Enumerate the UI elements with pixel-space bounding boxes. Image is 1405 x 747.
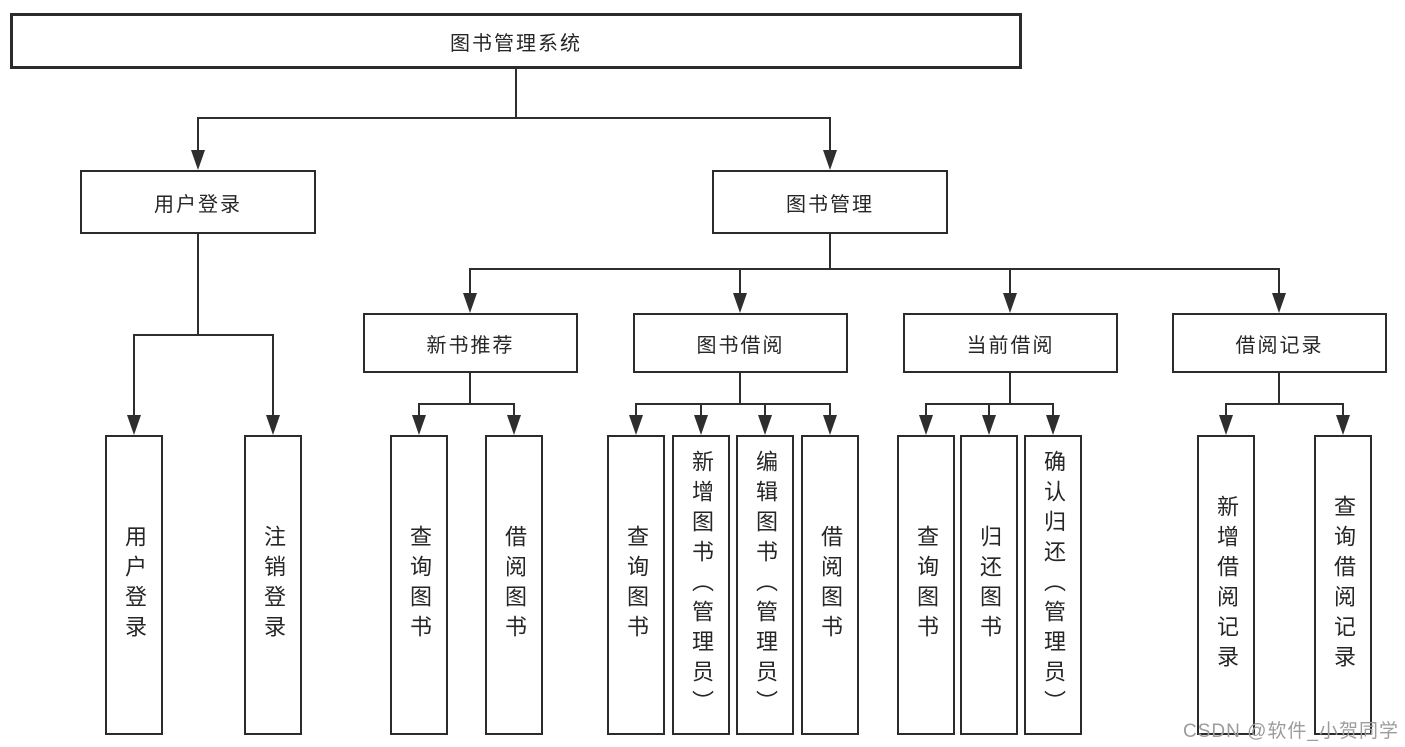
arrowhead <box>629 415 643 435</box>
connector-line <box>418 403 515 405</box>
csdn-watermark: CSDN @软件_小贺同学 <box>1183 721 1399 742</box>
leaf-return-books: 归还图书 <box>960 435 1018 735</box>
connector-line <box>829 234 831 270</box>
arrowhead <box>694 415 708 435</box>
leaf-query-books-recommend: 查询图书 <box>390 435 448 735</box>
connector-line <box>635 403 637 419</box>
leaf-query-borrow-record: 查询借阅记录 <box>1314 435 1372 735</box>
connector-line <box>272 334 274 418</box>
connector-line <box>469 268 471 296</box>
connector-line <box>515 69 517 119</box>
connector-line <box>1225 403 1344 405</box>
connector-line <box>133 334 135 418</box>
arrowhead <box>758 415 772 435</box>
connector-line <box>739 373 741 405</box>
connector-line <box>197 117 831 119</box>
arrowhead <box>266 415 280 435</box>
leaf-confirm-return-admin: 确认归还（管理员） <box>1024 435 1082 735</box>
connector-line <box>635 403 831 405</box>
arrowhead <box>507 415 521 435</box>
node-user-login: 用户登录 <box>80 170 316 234</box>
connector-line <box>469 268 1280 270</box>
node-new-book-recommendation: 新书推荐 <box>363 313 578 373</box>
connector-line <box>1009 373 1011 405</box>
connector-line <box>925 403 927 419</box>
connector-line <box>1278 268 1280 296</box>
connector-line <box>469 373 471 405</box>
connector-line <box>1225 403 1227 419</box>
leaf-add-books-admin: 新增图书（管理员） <box>672 435 730 735</box>
node-book-borrowing: 图书借阅 <box>633 313 848 373</box>
leaf-borrow-books-borrowing: 借阅图书 <box>801 435 859 735</box>
arrowhead <box>1336 415 1350 435</box>
connector-line <box>197 234 199 336</box>
leaf-user-login: 用户登录 <box>105 435 163 735</box>
arrowhead <box>1046 415 1060 435</box>
connector-line <box>197 117 199 155</box>
node-current-borrowing: 当前借阅 <box>903 313 1118 373</box>
node-book-management: 图书管理 <box>712 170 948 234</box>
connector-line <box>829 403 831 419</box>
arrowhead <box>412 415 426 435</box>
leaf-add-borrow-record: 新增借阅记录 <box>1197 435 1255 735</box>
arrowhead <box>463 293 477 313</box>
connector-line <box>700 403 702 419</box>
arrowhead <box>919 415 933 435</box>
arrowhead <box>1219 415 1233 435</box>
leaf-borrow-books-recommend: 借阅图书 <box>485 435 543 735</box>
arrowhead <box>823 150 837 170</box>
connector-line <box>513 403 515 419</box>
connector-line <box>1009 268 1011 296</box>
leaf-query-books-borrowing: 查询图书 <box>607 435 665 735</box>
arrowhead <box>982 415 996 435</box>
connector-line <box>1278 373 1280 405</box>
arrowhead <box>127 415 141 435</box>
connector-line <box>764 403 766 419</box>
connector-line <box>1342 403 1344 419</box>
node-library-system: 图书管理系统 <box>10 13 1022 69</box>
leaf-query-books-current: 查询图书 <box>897 435 955 735</box>
arrowhead <box>1272 293 1286 313</box>
connector-line <box>1052 403 1054 419</box>
leaf-edit-books-admin: 编辑图书（管理员） <box>736 435 794 735</box>
arrowhead <box>733 293 747 313</box>
connector-line <box>988 403 990 419</box>
arrowhead <box>823 415 837 435</box>
connector-line <box>739 268 741 296</box>
connector-line <box>418 403 420 419</box>
connector-line <box>829 117 831 155</box>
leaf-logout: 注销登录 <box>244 435 302 735</box>
connector-line <box>133 334 274 336</box>
arrowhead <box>1003 293 1017 313</box>
node-borrowing-records: 借阅记录 <box>1172 313 1387 373</box>
arrowhead <box>191 150 205 170</box>
